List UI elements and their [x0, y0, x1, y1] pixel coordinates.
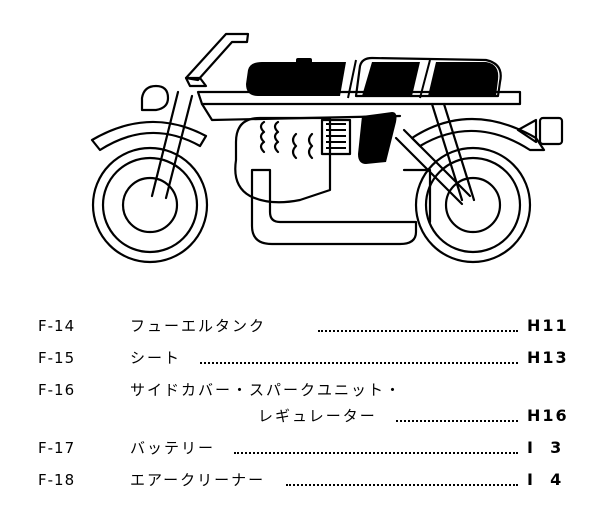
engine-case: [234, 116, 332, 204]
spark-coil-outline: [320, 118, 352, 156]
index-entry-f16: F-16 サイドカバー・スパークユニット・: [0, 378, 600, 402]
index-entry-f14: F-14 フューエルタンク H11: [0, 314, 600, 338]
rear-fender: [410, 117, 546, 152]
entry-code: F-16: [38, 381, 76, 399]
entry-code: F-17: [38, 439, 76, 457]
entry-label: バッテリー: [130, 439, 216, 457]
dot-leader: [286, 484, 518, 486]
entry-label: シート: [130, 349, 182, 367]
spark-unit-lines: [326, 123, 346, 149]
headlight: [140, 84, 170, 112]
entry-code: F-15: [38, 349, 76, 367]
index-entry-f15: F-15 シート H13: [0, 346, 600, 370]
rear-tire-outer: [414, 146, 532, 264]
motorcycle-illustration: [90, 32, 564, 264]
parts-index: F-14 フューエルタンク H11 F-15 シート H13 F-16 サイドカ…: [0, 300, 600, 507]
seat-black: [428, 62, 499, 96]
front-rim: [121, 176, 179, 234]
index-entry-f16-cont: レギュレーター H16: [0, 404, 600, 428]
frame-down: [200, 102, 402, 122]
entry-page: H16: [527, 406, 569, 425]
entry-page: H11: [527, 316, 569, 335]
tail-light: [516, 118, 538, 144]
dot-leader: [200, 362, 518, 364]
handlebar: [184, 32, 250, 82]
entry-page: I 3: [527, 438, 564, 457]
dot-leader: [234, 452, 518, 454]
front-fork: [150, 90, 194, 200]
entry-label: サイドカバー・スパークユニット・: [130, 381, 403, 399]
dot-leader: [396, 420, 518, 422]
fuel-cap: [296, 58, 312, 64]
entry-label-continued: レギュレーター: [258, 407, 377, 425]
front-fender: [90, 120, 208, 152]
rear-rim: [444, 176, 502, 234]
entry-code: F-18: [38, 471, 76, 489]
rear-tire-inner: [424, 156, 522, 254]
index-entry-f18: F-18 エアークリーナー I 4: [0, 468, 600, 492]
entry-code: F-14: [38, 317, 76, 335]
seat-outline: [354, 56, 502, 98]
dot-leader: [318, 330, 518, 332]
tank-divider-1: [347, 59, 357, 99]
front-tire-inner: [101, 156, 199, 254]
entry-label: エアークリーナー: [130, 471, 266, 489]
cylinder-fins: [259, 120, 314, 160]
entry-page: H13: [527, 348, 569, 367]
fuel-tank-black: [246, 62, 346, 96]
side-cover-black: [358, 112, 397, 164]
exhaust-link: [402, 168, 432, 224]
entry-page: I 4: [527, 470, 564, 489]
handlebar-grip: [184, 76, 208, 88]
index-entry-f17: F-17 バッテリー I 3: [0, 436, 600, 460]
tank-rear-black: [362, 62, 420, 96]
license-plate: [538, 116, 564, 146]
exhaust-pipe: [250, 168, 418, 246]
entry-label: フューエルタンク: [130, 317, 267, 335]
front-tire-outer: [91, 146, 209, 264]
tank-divider-2: [419, 59, 431, 99]
